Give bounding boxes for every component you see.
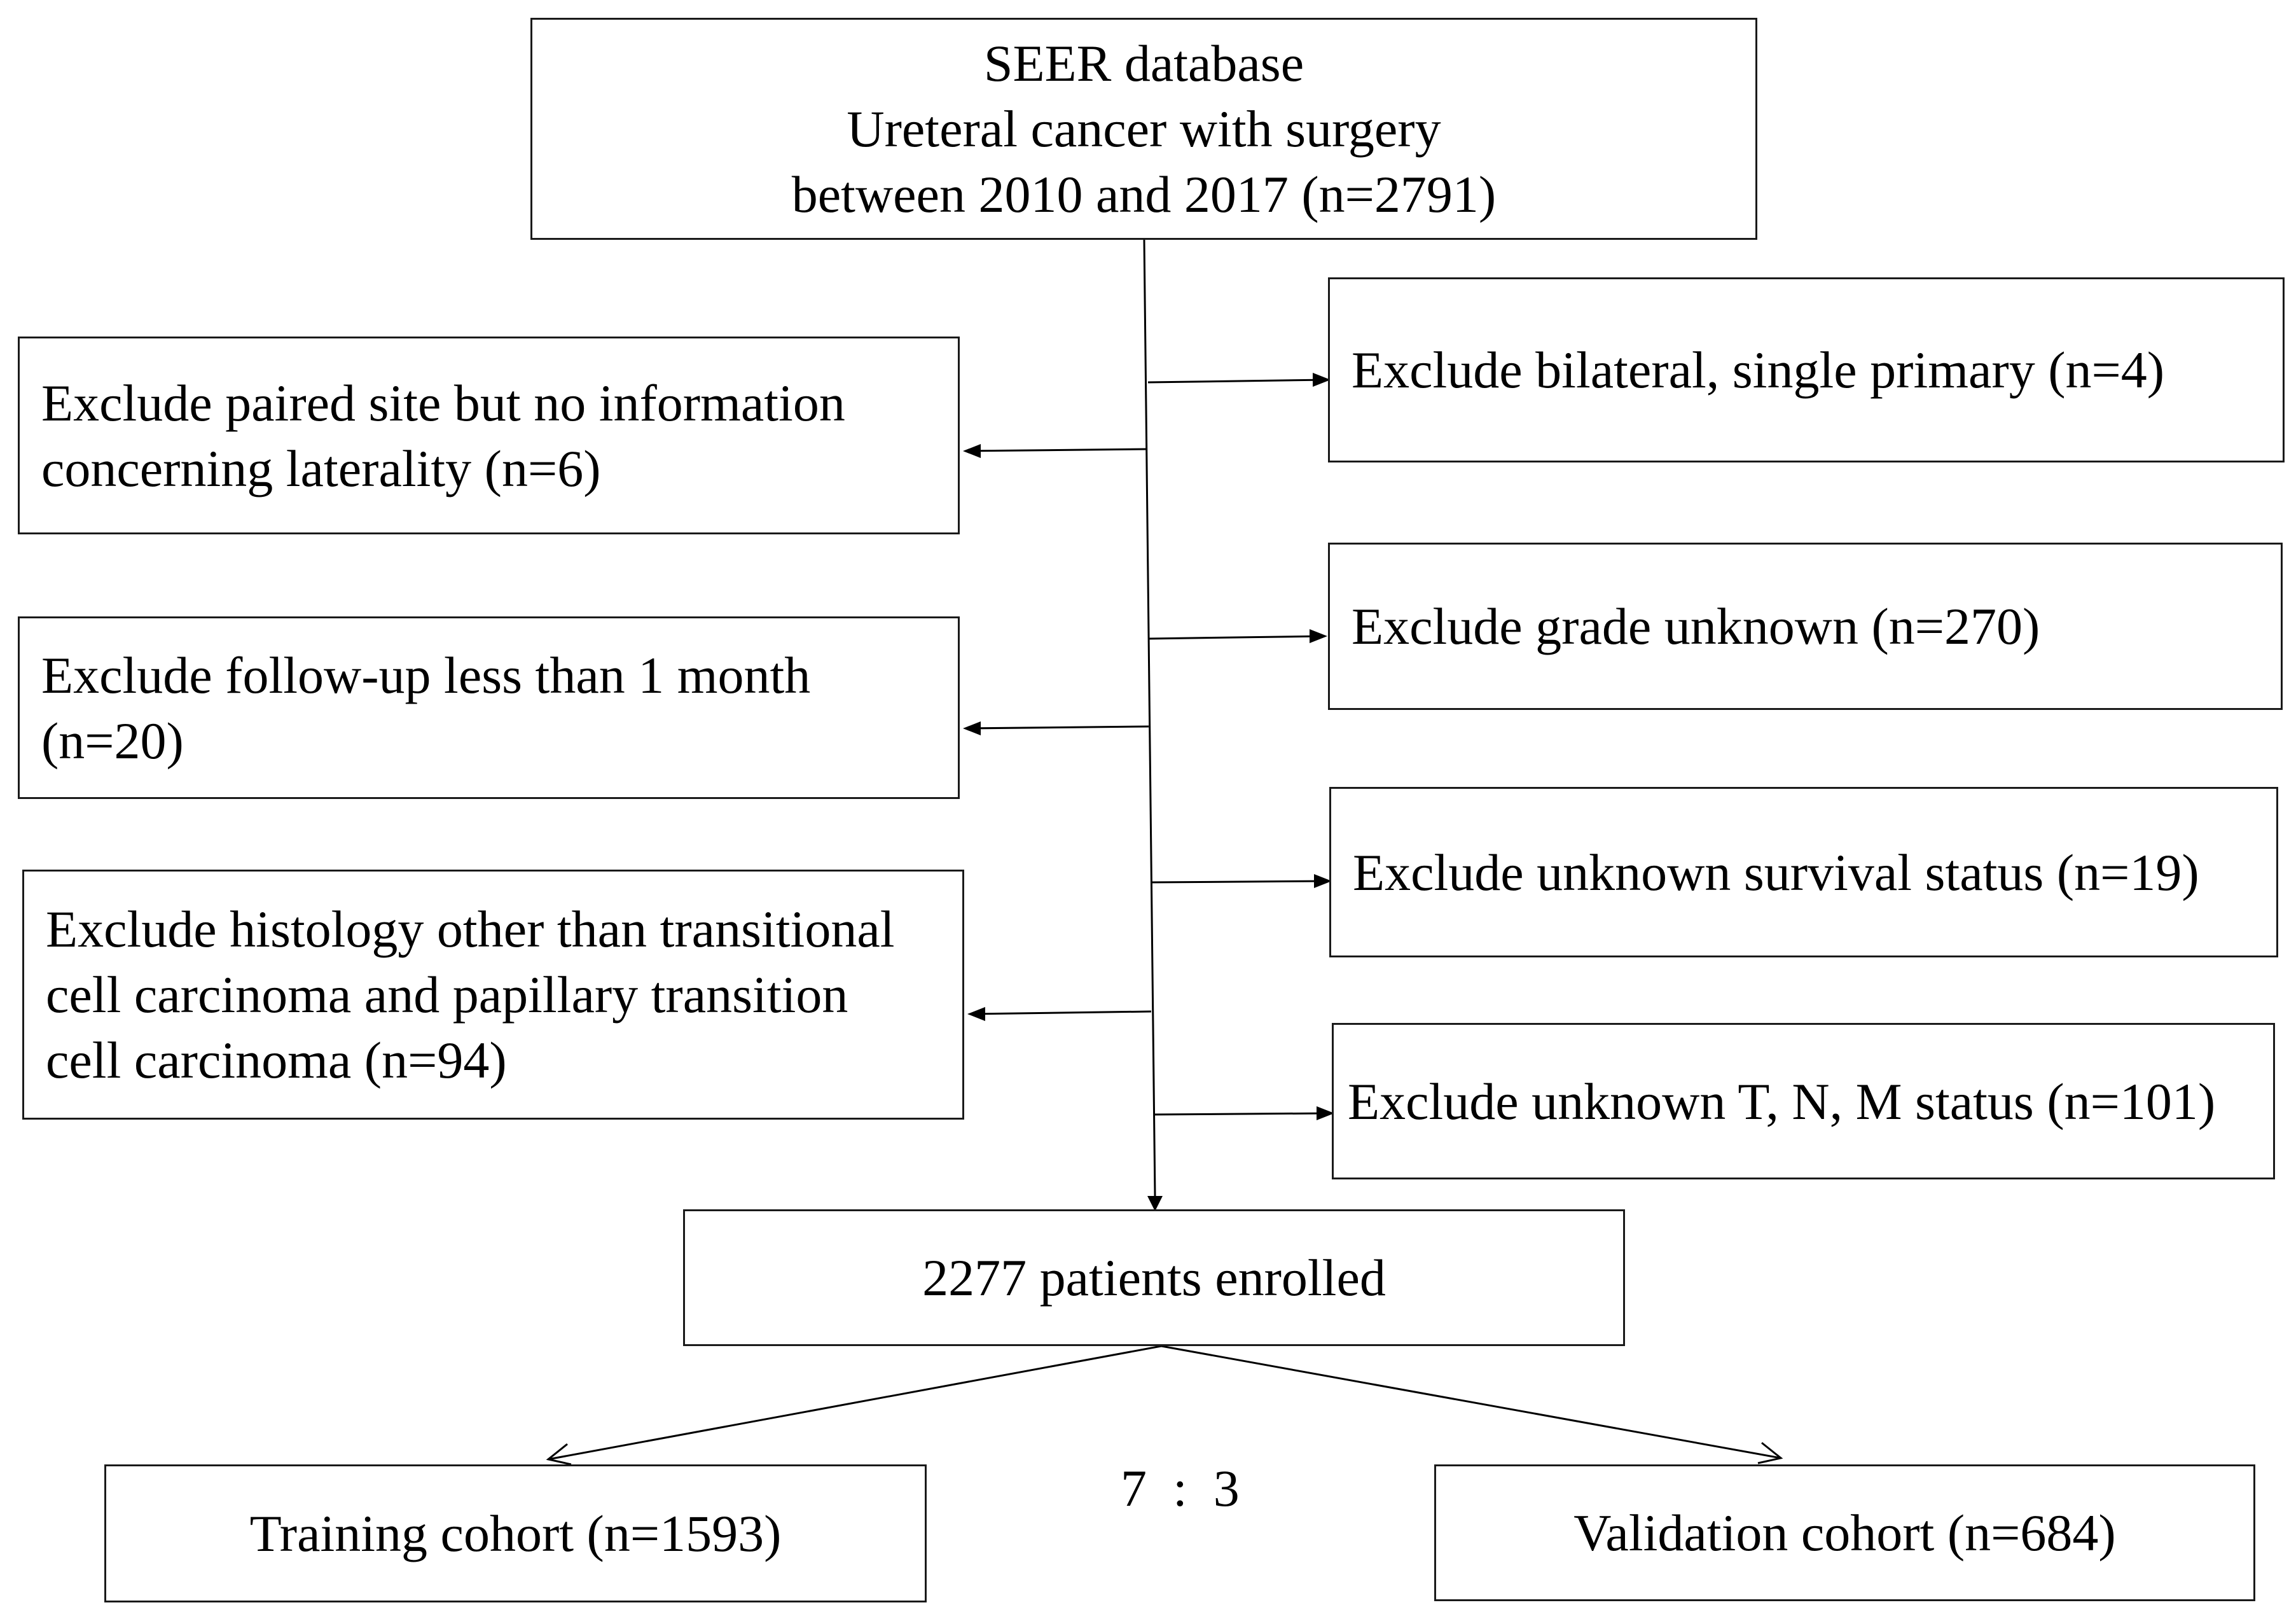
arrow-to-follow-up — [965, 725, 1149, 730]
exclusion-histology-box: Exclude histology other than transitiona… — [22, 870, 964, 1120]
training-cohort-label: Training cohort (n=1593) — [249, 1504, 782, 1562]
source-line-1: SEER database — [983, 34, 1304, 92]
exclusion-survival-box: Exclude unknown survival status (n=19) — [1329, 787, 2278, 957]
exclusion-text-line: Exclude histology other than transitiona… — [46, 900, 895, 958]
exclusion-tnm-box: Exclude unknown T, N, M status (n=101) — [1332, 1023, 2275, 1179]
exclusion-follow-up-box: Exclude follow-up less than 1 month (n=2… — [18, 616, 960, 799]
exclusion-bilateral-box: Exclude bilateral, single primary (n=4) — [1328, 277, 2285, 462]
arrow-to-grade — [1147, 635, 1325, 640]
arrow-to-histology — [969, 1010, 1152, 1015]
source-line-3: between 2010 and 2017 (n=2791) — [791, 165, 1497, 223]
enrolled-label: 2277 patients enrolled — [922, 1249, 1386, 1307]
arrow-to-training — [548, 1345, 1162, 1461]
exclusion-text-line: Exclude unknown T, N, M status (n=101) — [1348, 1072, 2216, 1130]
arrow-to-bilateral — [1147, 379, 1329, 384]
arrow-to-validation — [1161, 1345, 1781, 1459]
exclusion-text-line: concerning laterality (n=6) — [41, 439, 601, 497]
arrow-to-survival — [1151, 880, 1330, 884]
exclusion-text-line: Exclude unknown survival status (n=19) — [1353, 843, 2199, 901]
exclusion-text-line: Exclude bilateral, single primary (n=4) — [1352, 341, 2165, 399]
arrow-to-tnm — [1153, 1112, 1332, 1116]
exclusion-text-line: (n=20) — [41, 711, 184, 770]
trunk-arrowhead — [1147, 1196, 1163, 1211]
training-cohort-box: Training cohort (n=1593) — [104, 1464, 927, 1602]
exclusion-text-line: Exclude paired site but no information — [41, 373, 845, 432]
source-line-2: Ureteral cancer with surgery — [847, 100, 1441, 158]
exclusion-paired-site-box: Exclude paired site but no information c… — [18, 337, 960, 534]
validation-cohort-label: Validation cohort (n=684) — [1573, 1504, 2116, 1562]
exclusion-text-line: Exclude grade unknown (n=270) — [1352, 597, 2040, 655]
validation-cohort-box: Validation cohort (n=684) — [1434, 1464, 2255, 1601]
split-ratio: 7 : 3 — [1121, 1459, 1240, 1517]
arrow-to-paired-site — [965, 448, 1147, 452]
exclusion-text-line: cell carcinoma and papillary transition — [46, 966, 848, 1024]
source-box: SEER database Ureteral cancer with surge… — [530, 18, 1757, 240]
exclusion-grade-box: Exclude grade unknown (n=270) — [1328, 543, 2283, 710]
main-trunk-line — [1143, 239, 1156, 1197]
enrolled-box: 2277 patients enrolled — [683, 1209, 1625, 1346]
exclusion-text-line: cell carcinoma (n=94) — [46, 1031, 507, 1089]
exclusion-text-line: Exclude follow-up less than 1 month — [41, 646, 811, 704]
